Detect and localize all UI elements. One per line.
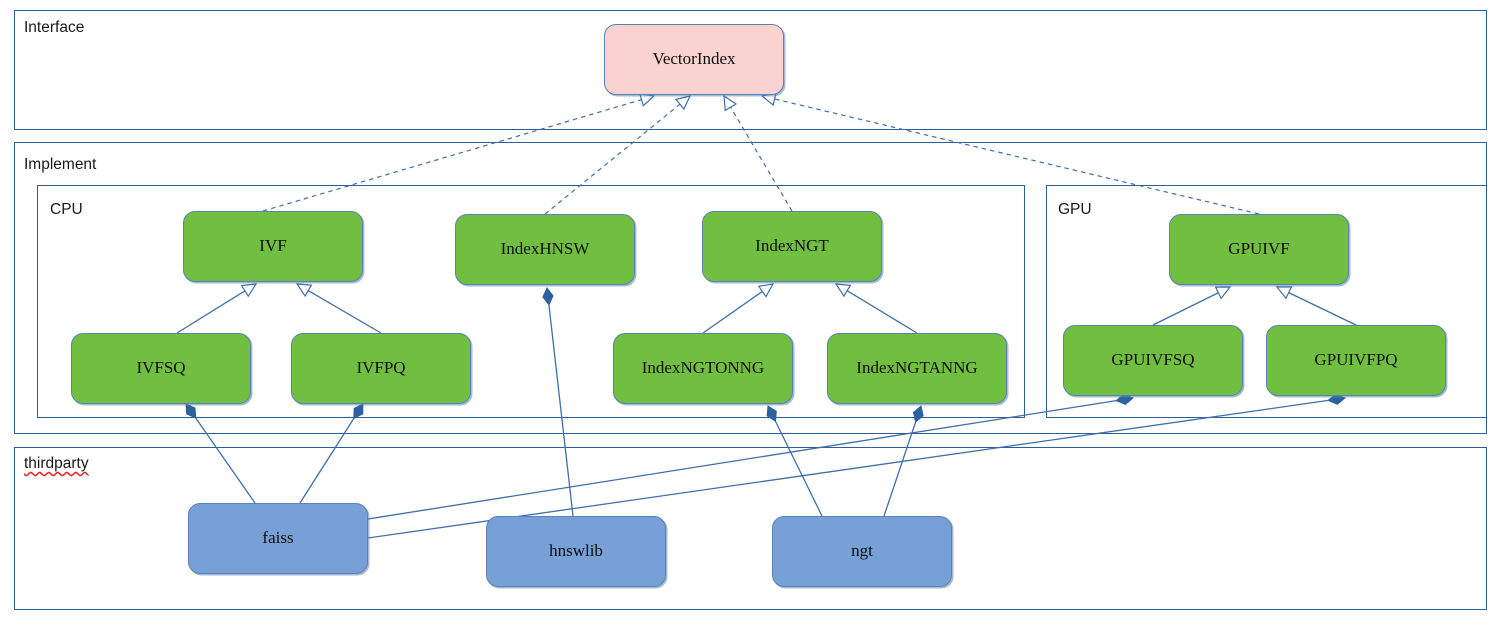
class-node-ngt[interactable]: ngt xyxy=(772,516,952,587)
group-label-thirdparty: thirdparty xyxy=(24,455,89,472)
class-node-ivfsq[interactable]: IVFSQ xyxy=(71,333,251,404)
class-node-ivfpq[interactable]: IVFPQ xyxy=(291,333,471,404)
class-node-label: IVFSQ xyxy=(136,358,186,378)
class-node-label: IVFPQ xyxy=(356,358,406,378)
class-node-indexngtanng[interactable]: IndexNGTANNG xyxy=(827,333,1007,404)
class-node-label: faiss xyxy=(262,528,294,548)
class-node-ivf[interactable]: IVF xyxy=(183,211,363,282)
class-node-label: IndexNGTONNG xyxy=(641,358,765,378)
class-node-label: GPUIVFSQ xyxy=(1111,350,1195,370)
group-label-interface: Interface xyxy=(24,19,85,36)
class-node-label: GPUIVFPQ xyxy=(1314,350,1398,370)
group-label-implement: Implement xyxy=(24,156,97,173)
class-node-label: hnswlib xyxy=(549,541,603,561)
class-node-gpuivf[interactable]: GPUIVF xyxy=(1169,214,1349,285)
class-node-vectorindex[interactable]: VectorIndex xyxy=(604,24,784,95)
class-node-gpuivfsq[interactable]: GPUIVFSQ xyxy=(1063,325,1243,396)
class-node-label: IndexNGTANNG xyxy=(856,358,978,378)
class-node-label: IndexHNSW xyxy=(500,239,590,259)
group-label-gpu: GPU xyxy=(1058,201,1092,218)
class-node-label: GPUIVF xyxy=(1228,239,1290,259)
class-node-indexhnsw[interactable]: IndexHNSW xyxy=(455,214,635,285)
class-node-label: IVF xyxy=(259,236,287,256)
class-node-label: VectorIndex xyxy=(652,49,736,69)
class-node-hnswlib[interactable]: hnswlib xyxy=(486,516,666,587)
class-node-indexngtonng[interactable]: IndexNGTONNG xyxy=(613,333,793,404)
class-node-faiss[interactable]: faiss xyxy=(188,503,368,574)
group-label-cpu: CPU xyxy=(50,201,83,218)
class-node-gpuivfpq[interactable]: GPUIVFPQ xyxy=(1266,325,1446,396)
class-node-label: ngt xyxy=(851,541,873,561)
class-node-label: IndexNGT xyxy=(755,236,829,256)
class-node-indexngt[interactable]: IndexNGT xyxy=(702,211,882,282)
